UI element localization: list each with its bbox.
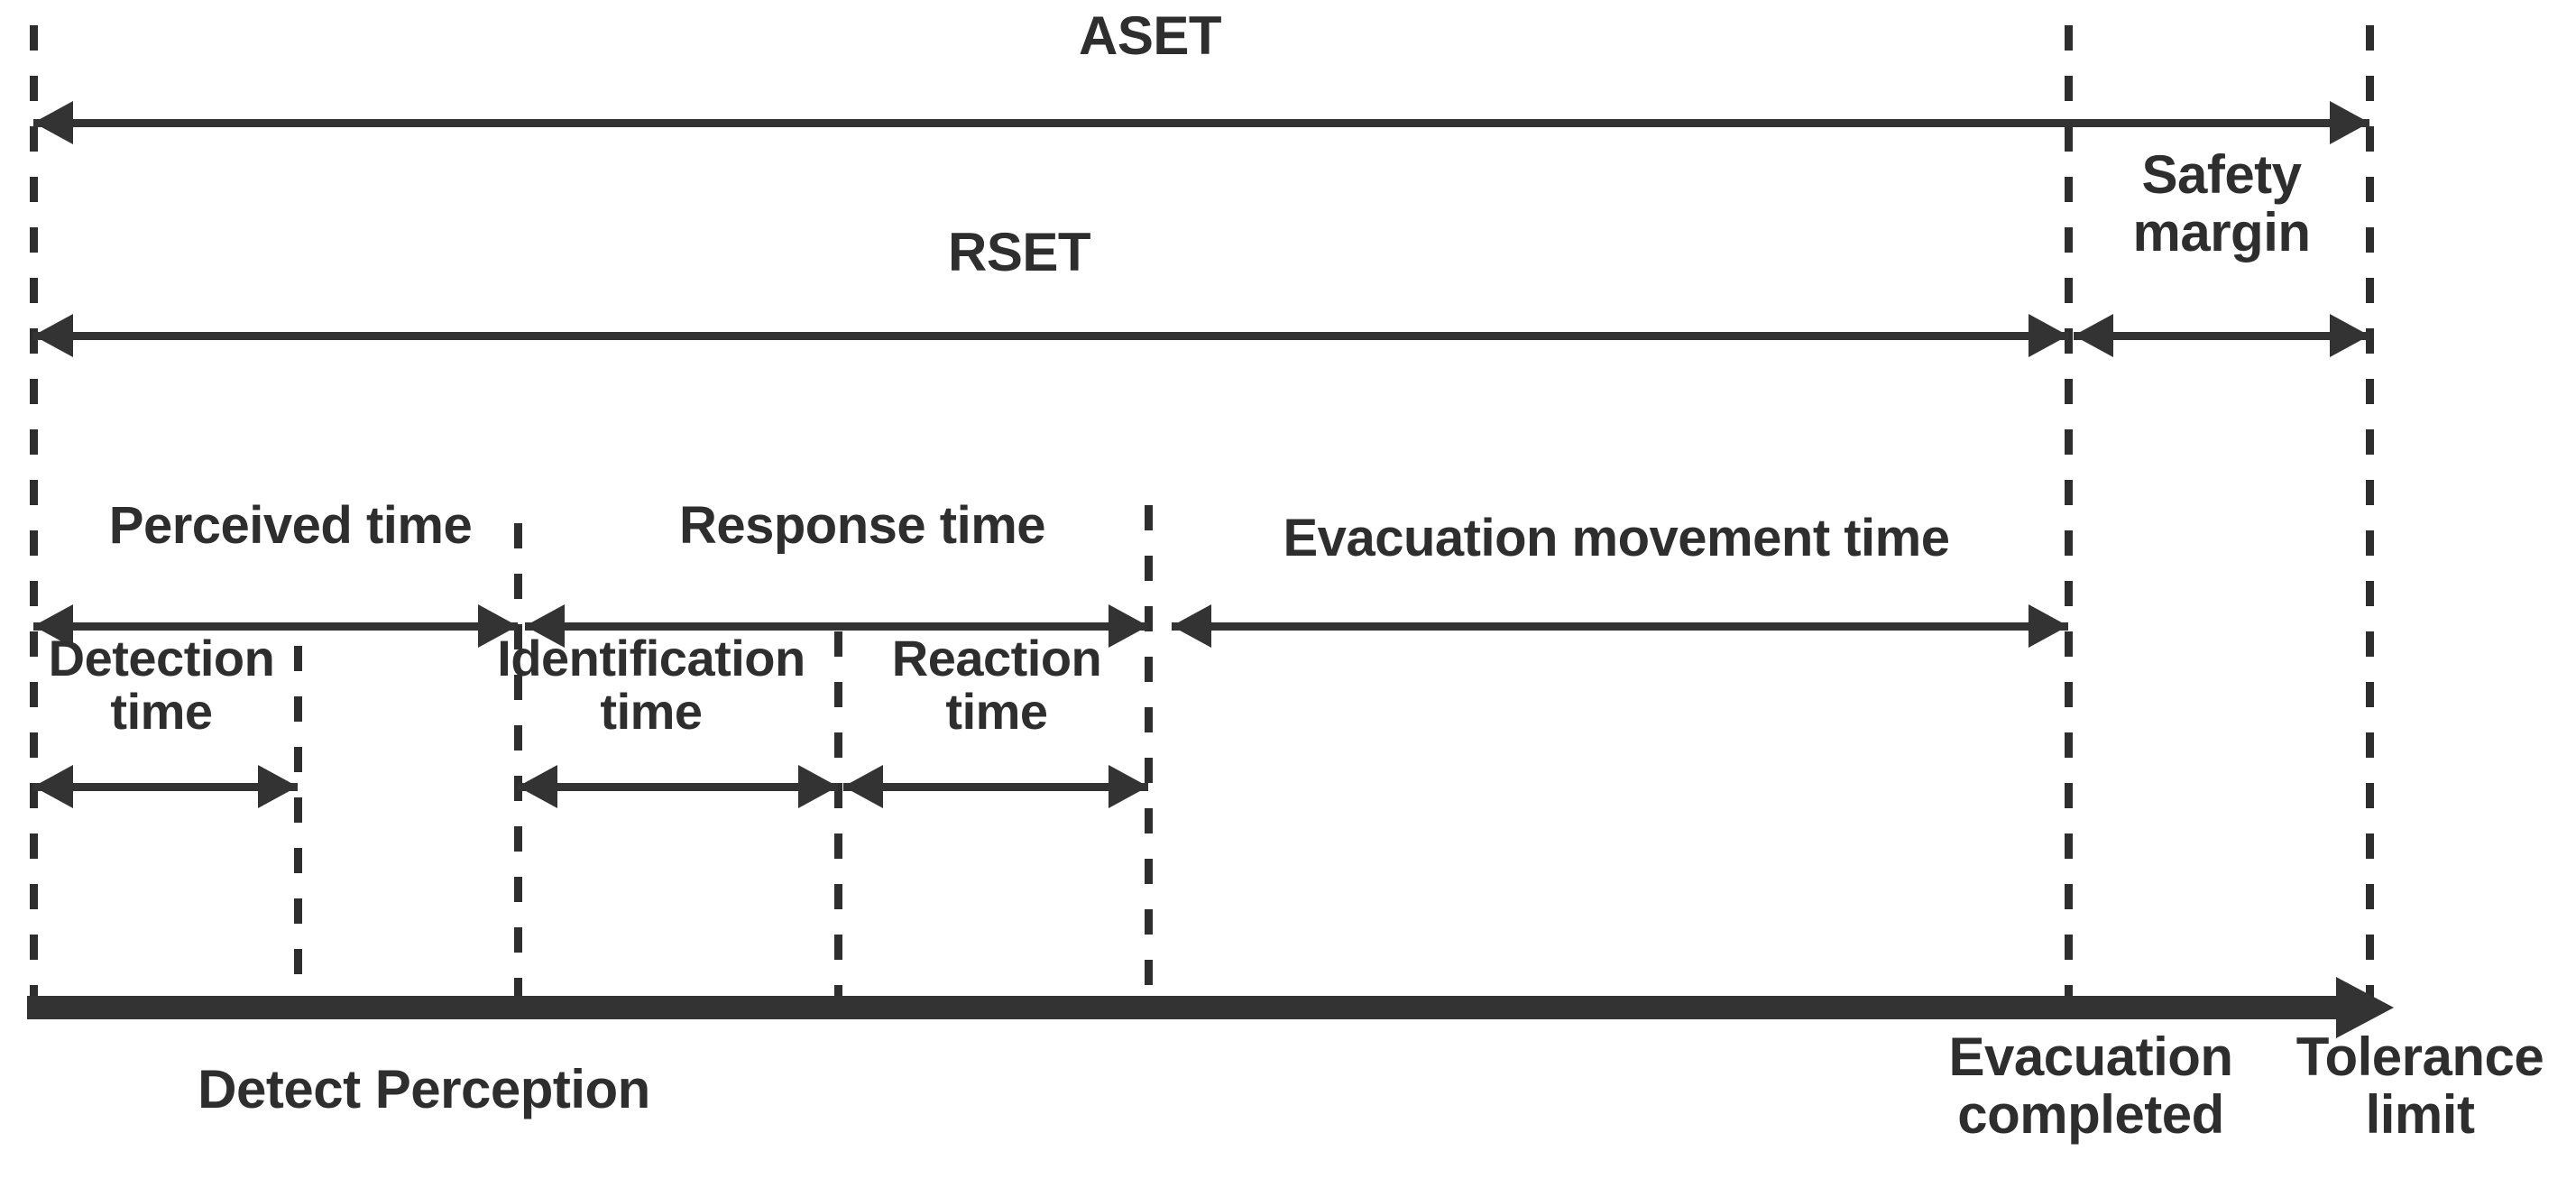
- detection-time-label: Detection time: [48, 630, 275, 741]
- reaction-time-arrow-line: [843, 783, 1148, 791]
- time-axis-line: [27, 996, 2345, 1019]
- marker-line-movement-start: [1145, 505, 1153, 1001]
- response-time-label: Response time: [678, 496, 1046, 555]
- perceived-time-label: Perceived time: [108, 496, 473, 555]
- axis-label-evacuation-completed: Evacuation completed: [1948, 1027, 2233, 1145]
- axis-label-tolerance-limit: Tolerance limit: [2295, 1027, 2544, 1145]
- aset-label: ASET: [1078, 5, 1222, 66]
- safety-margin-label: Safety margin: [2132, 144, 2311, 262]
- reaction-time-arrow-head-left: [843, 765, 883, 808]
- safety-margin-arrow-head-left: [2074, 314, 2113, 357]
- response-time-arrow-line: [525, 622, 1148, 631]
- perceived-time-arrow-line: [33, 622, 518, 631]
- safety-margin-arrow-line: [2074, 332, 2369, 340]
- identification-time-arrow-head-right: [798, 765, 838, 808]
- detection-time-arrow-head-left: [33, 765, 73, 808]
- rset-arrow-line: [33, 332, 2068, 340]
- aset-arrow-head-left: [33, 101, 73, 144]
- marker-line-evacuation-completed: [2065, 25, 2073, 1001]
- axis-label-detect-perception: Detect Perception: [198, 1059, 650, 1119]
- detection-time-arrow-line: [33, 783, 298, 791]
- identification-time-label: Identification time: [497, 630, 805, 741]
- evacuation-movement-time-label: Evacuation movement time: [1283, 509, 1951, 567]
- marker-line-tolerance-limit: [2366, 25, 2374, 1001]
- perceived-time-arrow-head-right: [478, 604, 518, 648]
- rset-arrow-head-left: [33, 314, 73, 357]
- rset-arrow-head-right: [2029, 314, 2068, 357]
- safety-margin-arrow-head-right: [2330, 314, 2369, 357]
- evacuation-movement-time-arrow-line: [1172, 622, 2068, 631]
- marker-line-identification-start: [514, 523, 522, 1001]
- reaction-time-label: Reaction time: [891, 630, 1102, 741]
- time-axis-arrow-head: [2336, 977, 2394, 1038]
- marker-line-reaction-start: [834, 631, 842, 1001]
- identification-time-arrow-head-left: [518, 765, 557, 808]
- perceived-time-arrow-head-left: [33, 604, 73, 648]
- marker-line-perception: [294, 646, 302, 1001]
- rset-label: RSET: [947, 222, 1091, 282]
- aset-arrow-line: [33, 119, 2369, 127]
- marker-line-detect: [30, 25, 38, 1001]
- response-time-arrow-head-right: [1109, 604, 1148, 648]
- evacuation-movement-time-arrow-head-left: [1172, 604, 1211, 648]
- identification-time-arrow-line: [518, 783, 838, 791]
- aset-arrow-head-right: [2330, 101, 2369, 144]
- evacuation-movement-time-arrow-head-right: [2029, 604, 2068, 648]
- reaction-time-arrow-head-right: [1109, 765, 1148, 808]
- response-time-arrow-head-left: [525, 604, 565, 648]
- detection-time-arrow-head-right: [258, 765, 298, 808]
